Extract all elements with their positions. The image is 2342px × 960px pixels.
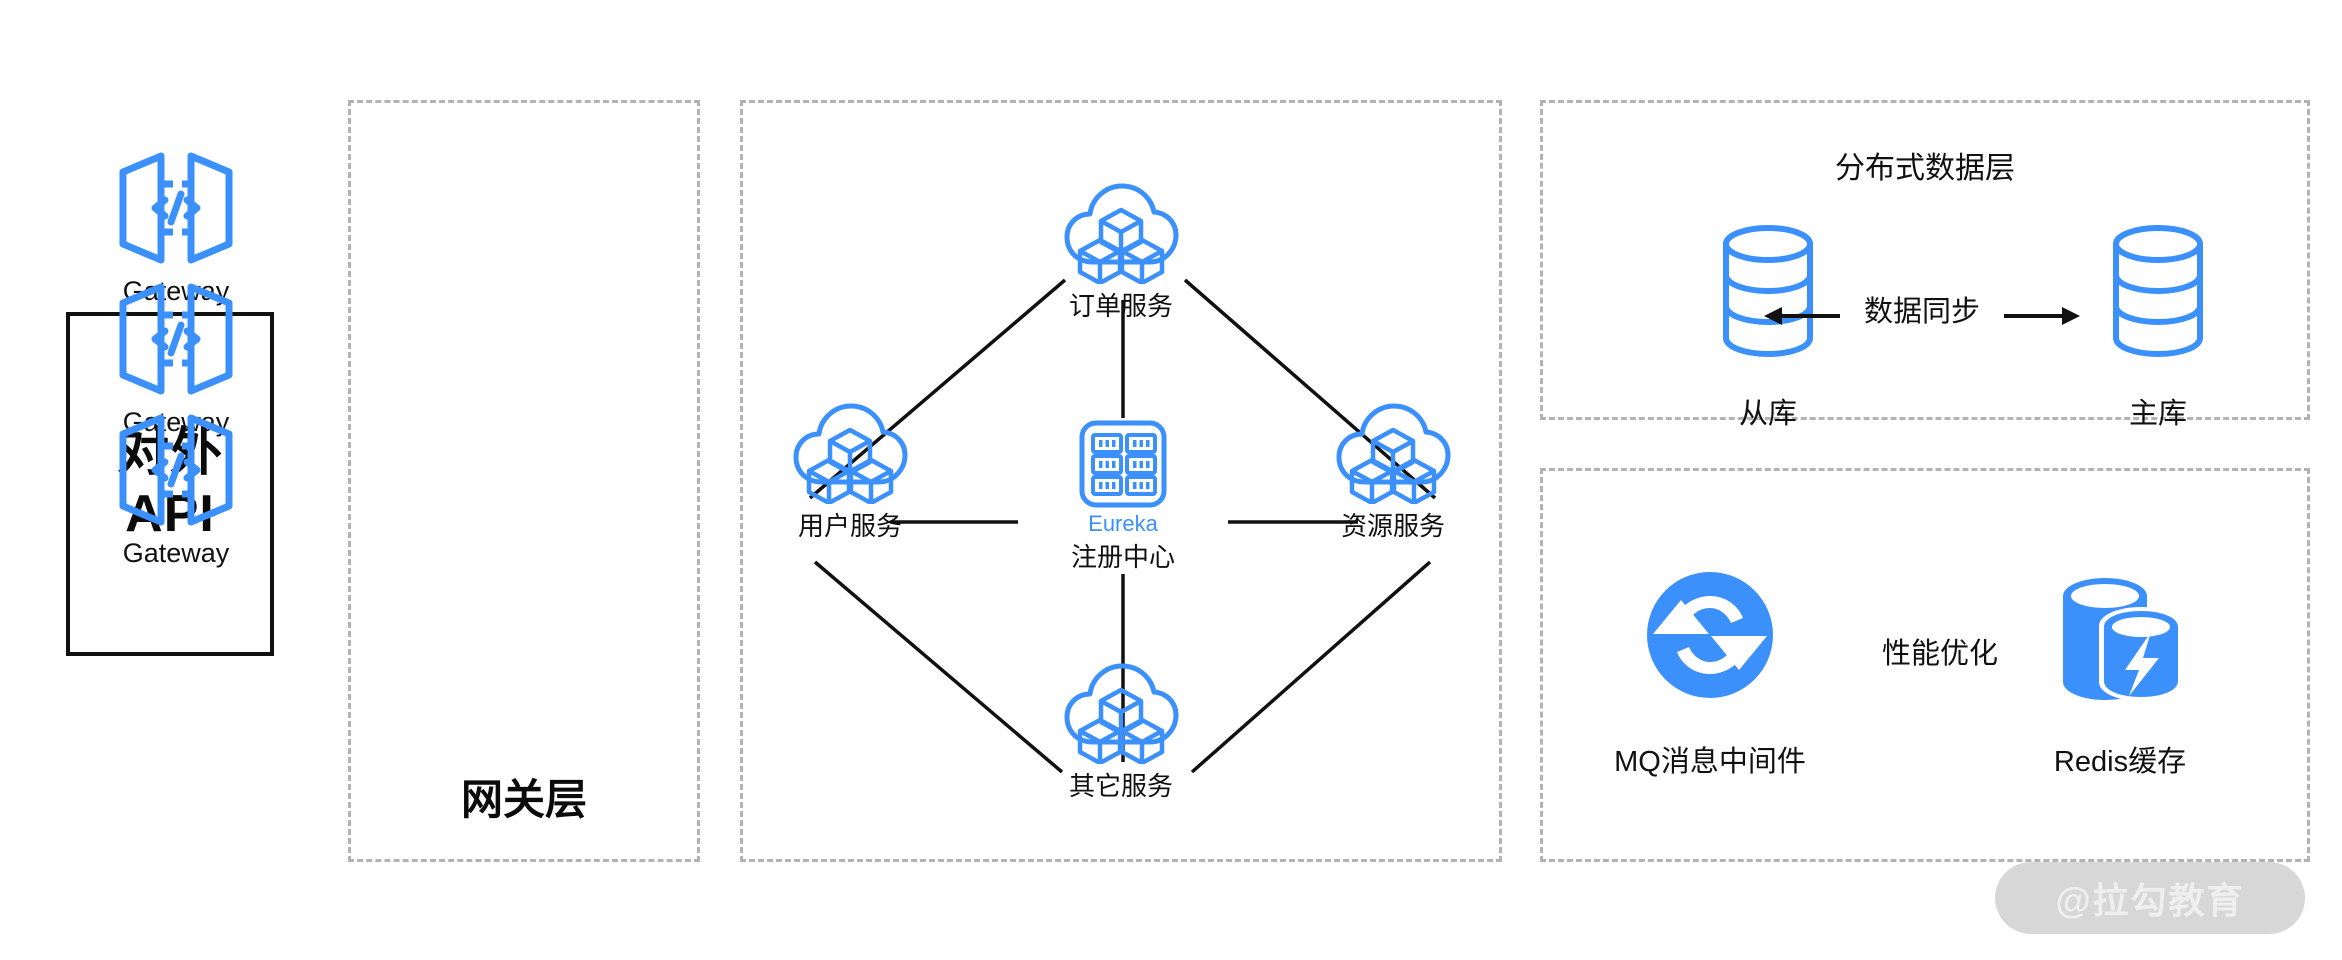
watermark-text: @拉勾教育 <box>2055 880 2245 921</box>
service-node-user[interactable]: 用户服务 <box>745 400 955 543</box>
distributed-data-title: 分布式数据层 <box>1835 152 2015 185</box>
watermark: @拉勾教育 <box>1995 862 2305 934</box>
mq-node-label: MQ消息中间件 <box>1614 746 1806 778</box>
cloud-cubes-icon <box>793 403 908 504</box>
external-api-line1: 对外 <box>116 423 223 482</box>
performance-panel <box>1540 468 2310 862</box>
distributed-data-panel <box>1540 100 2310 420</box>
registry-node-label: 注册中心 <box>1070 542 1175 572</box>
data-sync-arrow <box>1764 307 2080 325</box>
api-gateway-icon <box>119 152 233 264</box>
gateway-item-3[interactable]: Gateway <box>0 410 352 569</box>
redis-cache-icon <box>2063 578 2183 700</box>
service-node-resource-label: 资源服务 <box>1340 511 1445 541</box>
message-queue-sync-icon <box>1647 572 1773 698</box>
mq-node[interactable]: MQ消息中间件 <box>1560 570 1860 780</box>
database-node-slave[interactable]: 从库 <box>1658 222 1878 432</box>
external-api-box: 对外 API <box>66 312 274 656</box>
gateway-item-1[interactable]: Gateway <box>0 148 352 307</box>
cloud-cubes-icon <box>1336 403 1451 504</box>
service-node-other[interactable]: 其它服务 <box>1016 660 1226 803</box>
service-node-other-label: 其它服务 <box>1068 771 1173 801</box>
database-node-master-label: 主库 <box>2128 398 2187 430</box>
cloud-cubes-icon <box>1064 663 1179 764</box>
data-sync-label: 数据同步 <box>1863 296 1980 328</box>
service-node-user-label: 用户服务 <box>797 511 902 541</box>
registry-brand-label: Eureka <box>1088 511 1158 536</box>
server-rack-icon <box>1079 420 1167 508</box>
api-gateway-icon <box>119 414 233 526</box>
gateway-layer-panel <box>348 100 700 862</box>
api-gateway-icon <box>119 283 233 395</box>
database-cylinder-icon <box>1723 225 1813 358</box>
database-cylinder-icon <box>2113 225 2203 358</box>
service-node-order[interactable]: 订单服务 <box>1016 180 1226 323</box>
database-node-slave-label: 从库 <box>1738 398 1797 430</box>
gateway-item-2-label: Gateway <box>122 407 230 437</box>
gateway-item-1-label: Gateway <box>122 276 230 306</box>
cloud-cubes-icon <box>1064 183 1179 284</box>
redis-node-label: Redis缓存 <box>2053 746 2187 778</box>
microservice-panel <box>740 100 1502 862</box>
gateway-layer-title: 网关层 <box>460 776 587 823</box>
redis-node[interactable]: Redis缓存 <box>1970 570 2270 780</box>
performance-center-label: 性能优化 <box>1881 638 1998 670</box>
service-node-resource[interactable]: 资源服务 <box>1288 400 1498 543</box>
registry-node-eureka[interactable]: Eureka 注册中心 <box>1018 418 1228 574</box>
database-node-master[interactable]: 主库 <box>2048 222 2268 432</box>
gateway-item-3-label: Gateway <box>122 538 230 568</box>
service-node-order-label: 订单服务 <box>1068 291 1173 321</box>
gateway-item-2[interactable]: Gateway <box>0 279 352 438</box>
